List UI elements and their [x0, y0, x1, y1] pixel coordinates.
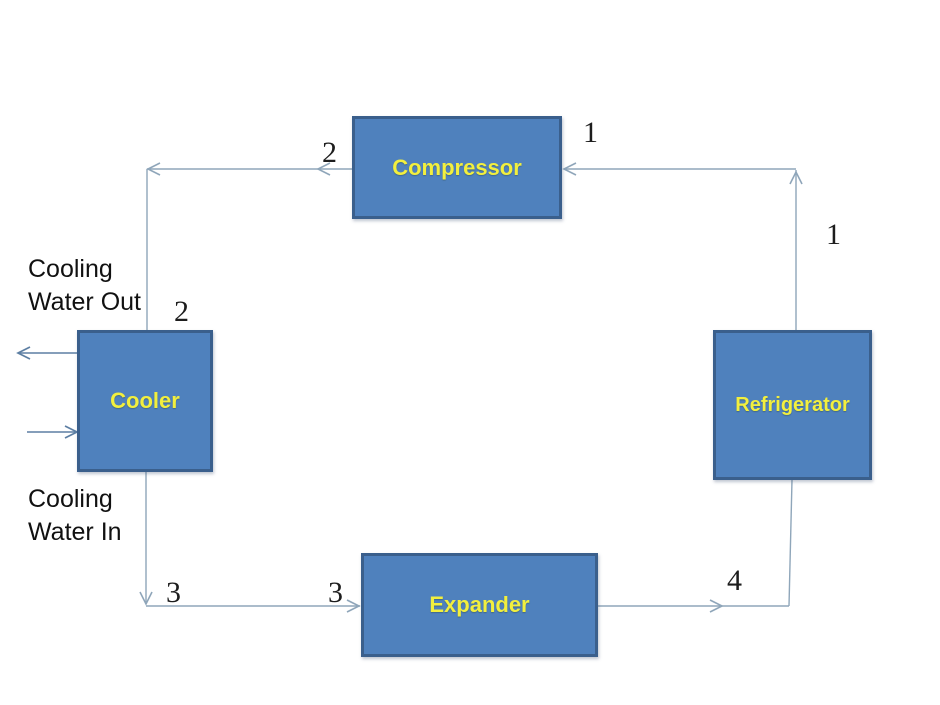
cooling-water-in-line2: Water In — [28, 518, 122, 546]
expander-label: Expander — [429, 592, 530, 617]
stream-label-2-left: 2 — [174, 295, 189, 328]
stream-1-up-arrowhead — [789, 170, 803, 185]
stream-4-right-arrowhead — [709, 599, 724, 613]
cooling-water-in-line1: Cooling — [28, 485, 113, 513]
stream-4-vertical-segment — [788, 479, 793, 607]
refrigerator-label: Refrigerator — [735, 393, 850, 416]
stream-4-pipe — [598, 479, 793, 613]
compressor-label: Compressor — [392, 154, 522, 180]
stream-label-3-bottom: 3 — [328, 576, 343, 609]
stream-3-pipe — [139, 471, 361, 613]
cooling-water-out-arrowhead — [16, 346, 31, 360]
stream-label-4-bottom: 4 — [727, 564, 742, 597]
cooling-water-out-annotation: Cooling Water Out — [28, 253, 141, 319]
refrigerator-block: Refrigerator — [713, 330, 872, 480]
stream-2-mid-arrowhead — [316, 162, 331, 176]
stream-label-1-right: 1 — [826, 218, 841, 251]
stream-3-down-arrowhead — [139, 591, 153, 606]
stream-label-2-top: 2 — [322, 136, 337, 169]
stream-1-left-arrowhead — [562, 162, 577, 176]
stream-2-corner-arrowhead — [146, 162, 161, 176]
cooling-water-out-line2: Water Out — [28, 288, 141, 316]
cooler-block: Cooler — [77, 330, 213, 472]
expander-block: Expander — [361, 553, 598, 657]
cooling-water-in-annotation: Cooling Water In — [28, 483, 122, 549]
stream-1-pipe — [562, 162, 803, 330]
cooling-water-out-arrow — [16, 346, 78, 360]
compressor-block: Compressor — [352, 116, 562, 219]
stream-label-3-left: 3 — [166, 576, 181, 609]
cooler-label: Cooler — [110, 388, 180, 413]
cooling-water-out-line1: Cooling — [28, 255, 113, 283]
stream-2-pipe — [146, 162, 352, 330]
stream-3-right-arrowhead — [346, 599, 361, 613]
stream-label-1-top: 1 — [583, 116, 598, 149]
cooling-water-in-arrow — [27, 425, 79, 439]
